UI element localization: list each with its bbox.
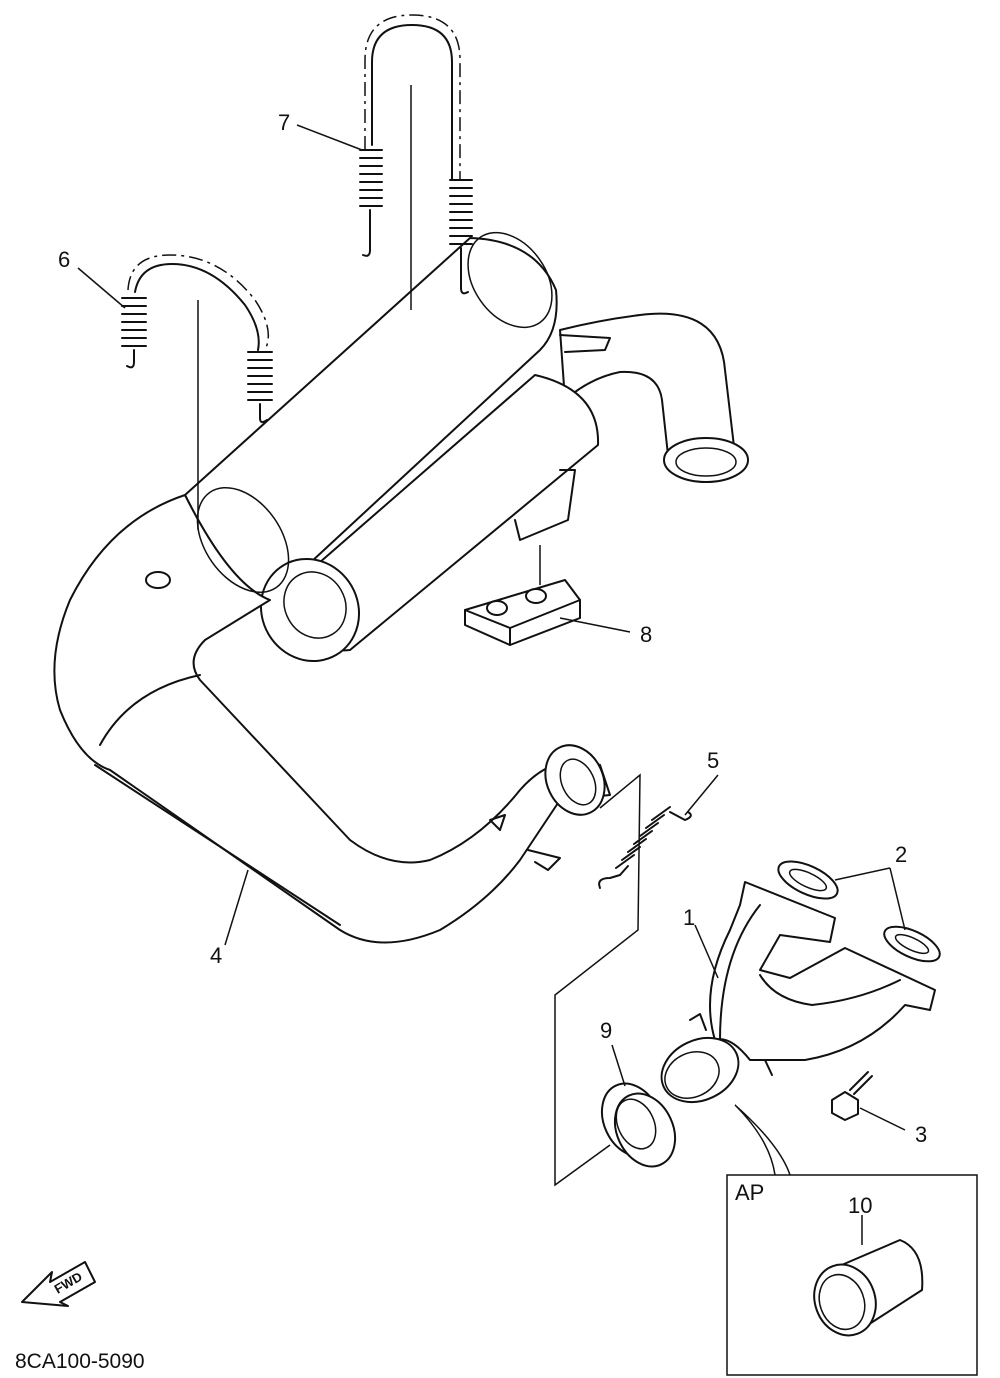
- gasket-9: [600, 1082, 677, 1168]
- inset-ap-label: AP: [735, 1180, 764, 1205]
- hanger-7-spring-right: [449, 179, 473, 295]
- callout-7: 7: [278, 110, 290, 135]
- callout-2: 2: [895, 842, 907, 867]
- inset-ap-box: AP: [726, 1104, 978, 1376]
- callout-10: 10: [848, 1193, 872, 1218]
- assembly-bracket-lines: [554, 773, 641, 1187]
- muffler-assembly: [53, 231, 749, 944]
- part-callouts: 1 2 3 4 5 6 7 8 9 10: [58, 110, 927, 1218]
- callout-8: 8: [640, 622, 652, 647]
- part-10-fitting: [813, 1239, 924, 1337]
- outlet-pipe-end: [663, 437, 749, 483]
- callout-4: 4: [210, 943, 222, 968]
- callout-9: 9: [600, 1018, 612, 1043]
- main-exhaust-pipe: [53, 494, 611, 944]
- inlet-pipe-end: [544, 744, 606, 816]
- gaskets-2: [777, 860, 941, 963]
- hanger-6-spring-right: [247, 351, 273, 424]
- spring-5: [598, 806, 692, 889]
- sensor-port: [145, 571, 171, 589]
- hanger-rubber-6: [121, 254, 273, 530]
- hanger-rubber-7: [359, 14, 473, 310]
- diagram-code: 8CA100-5090: [15, 1350, 145, 1373]
- leader-lines: [77, 124, 906, 1245]
- hanger-7-spring-left: [359, 149, 383, 257]
- hanger-6-spring-left: [121, 297, 147, 369]
- callout-1: 1: [683, 905, 695, 930]
- fwd-arrow: FWD: [21, 1261, 96, 1307]
- bolt-3: [831, 1071, 873, 1121]
- callout-5: 5: [707, 748, 719, 773]
- exhaust-pipe-1: [660, 881, 936, 1104]
- damper-8: [464, 545, 581, 646]
- callout-3: 3: [915, 1122, 927, 1147]
- callout-6: 6: [58, 247, 70, 272]
